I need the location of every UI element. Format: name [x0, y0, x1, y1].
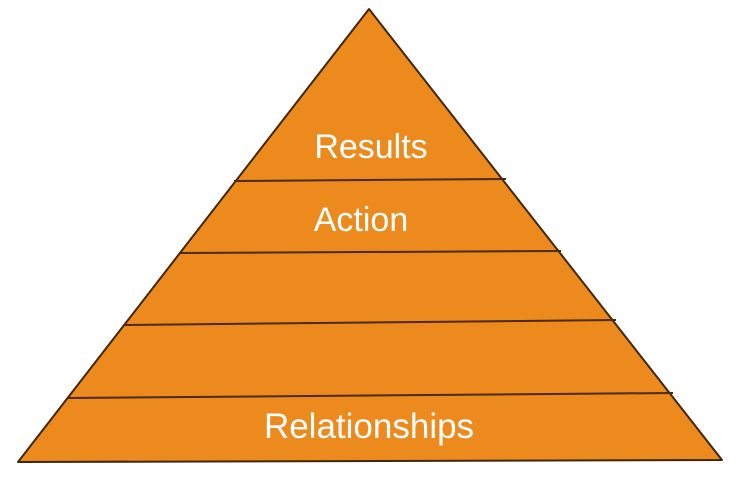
level-divider-3: [123, 319, 617, 326]
pyramid-shape: [17, 8, 723, 463]
level-5-label: Relationships: [264, 407, 474, 446]
level-2-label: Action: [314, 201, 409, 239]
level-divider-2: [178, 250, 562, 254]
level-divider-1: [233, 178, 507, 182]
level-divider-4: [67, 392, 674, 399]
level-1-label: Results: [314, 128, 427, 166]
